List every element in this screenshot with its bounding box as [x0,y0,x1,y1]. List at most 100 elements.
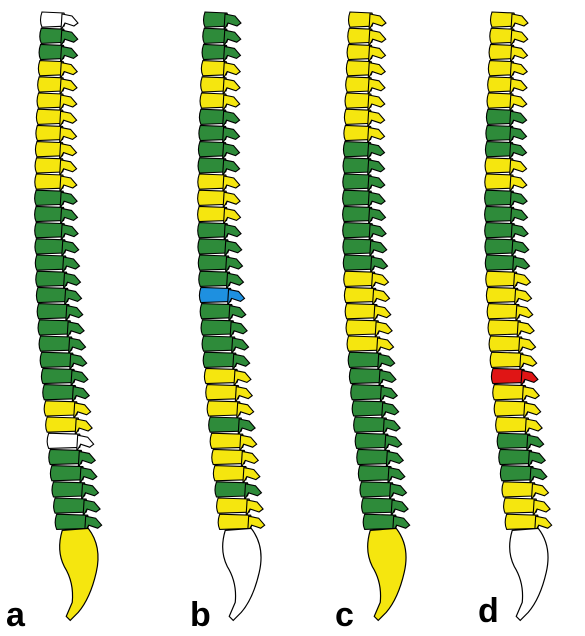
spinous-process-c-11 [368,176,385,192]
spinous-process-c-3 [368,46,385,62]
spinous-process-a-15 [62,241,79,257]
spinous-process-c-14 [369,225,386,241]
vertebra-c-23 [349,368,383,383]
vertebra-a-18 [36,287,69,302]
vertebra-a-23 [41,368,75,383]
spinous-process-d-27 [527,435,544,451]
spinous-process-c-9 [368,144,385,160]
vertebra-d-17 [486,271,518,286]
sacrum-a [60,528,98,620]
vertebra-d-22 [490,352,524,367]
panel-label-a: a [6,598,25,632]
spinous-process-a-7 [60,111,77,127]
vertebra-d-28 [499,449,533,464]
spinous-process-a-21 [69,338,86,354]
spinous-process-c-13 [369,208,386,224]
spinous-process-b-10 [223,160,240,176]
spinous-process-b-24 [235,387,252,403]
spinous-process-a-10 [60,160,77,176]
vertebra-a-28 [49,449,83,464]
spinous-process-b-29 [243,468,260,484]
spinous-process-b-25 [237,403,254,419]
spinous-process-a-19 [66,306,83,322]
spinous-process-d-14 [511,225,528,241]
spinous-process-a-8 [60,127,77,143]
vertebra-b-30 [215,482,249,497]
spinous-process-d-1 [511,14,528,30]
spinous-process-c-26 [383,419,400,435]
vertebra-d-23 [491,368,525,383]
spinous-process-b-8 [223,127,240,143]
vertebra-b-32 [218,514,252,529]
spinous-process-a-26 [75,419,92,435]
vertebra-c-20 [346,320,380,335]
vertebra-d-16 [485,255,517,270]
spinous-process-c-10 [368,160,385,176]
spinous-process-a-4 [60,63,77,79]
sacrum-d [510,528,548,620]
spinous-process-a-20 [67,322,84,338]
spinous-process-c-6 [368,95,385,111]
vertebra-c-21 [347,336,381,351]
spinous-process-c-8 [368,127,385,143]
vertebra-b-16 [198,255,230,270]
vertebra-a-24 [43,385,77,400]
vertebra-d-29 [500,466,534,481]
vertebra-a-20 [38,320,72,335]
spine-panel-c [343,12,410,620]
spinous-process-a-29 [80,468,97,484]
vertebra-b-21 [202,336,236,351]
spinous-process-d-15 [512,241,529,257]
spinous-process-b-21 [232,338,249,354]
vertebra-a-16 [35,255,67,270]
spinous-process-a-5 [60,79,77,95]
spinous-process-d-11 [510,176,527,192]
spinous-process-d-9 [510,144,527,160]
spinous-process-d-18 [515,289,532,305]
spine-panel-a [35,12,102,620]
vertebra-b-27 [210,433,244,448]
spinous-process-b-30 [244,484,261,500]
vertebra-b-29 [213,466,247,481]
spinous-process-d-8 [510,127,527,143]
vertebra-c-31 [362,498,396,513]
spinous-process-b-4 [223,63,240,79]
vertebra-a-21 [39,336,73,351]
vertebra-b-19 [200,304,233,319]
spinous-process-a-13 [61,208,78,224]
vertebra-d-24 [493,385,527,400]
spinous-process-b-6 [223,95,240,111]
spinous-process-c-20 [375,322,392,338]
vertebra-d-25 [494,401,528,416]
spinous-process-b-16 [226,257,243,273]
spinous-process-b-17 [226,273,243,289]
spinous-process-d-26 [525,419,542,435]
spinous-process-d-7 [510,111,527,127]
spine-panel-b [198,12,265,620]
spinous-process-d-3 [510,46,527,62]
spinous-process-a-25 [74,403,91,419]
spinous-process-b-19 [229,306,246,322]
spinous-process-a-6 [60,95,77,111]
vertebra-b-17 [199,271,231,286]
spinous-process-d-22 [520,354,537,370]
spinous-process-b-22 [233,354,250,370]
vertebra-d-21 [489,336,523,351]
spinous-process-c-17 [371,273,388,289]
spinous-process-a-14 [61,225,78,241]
spinous-process-b-18 [228,289,245,305]
spinous-process-b-5 [223,79,240,95]
spinous-process-b-12 [223,192,240,208]
spinous-process-b-15 [225,241,242,257]
sacrum-b [223,528,261,620]
spinous-process-c-22 [378,354,395,370]
panel-label-c: c [335,598,354,632]
vertebra-b-20 [201,320,235,335]
vertebra-a-22 [40,352,74,367]
spinous-process-b-2 [224,30,241,46]
spinous-process-c-15 [370,241,387,257]
spinous-process-c-19 [374,306,391,322]
spinous-process-d-5 [510,79,527,95]
spinous-process-d-10 [510,160,527,176]
